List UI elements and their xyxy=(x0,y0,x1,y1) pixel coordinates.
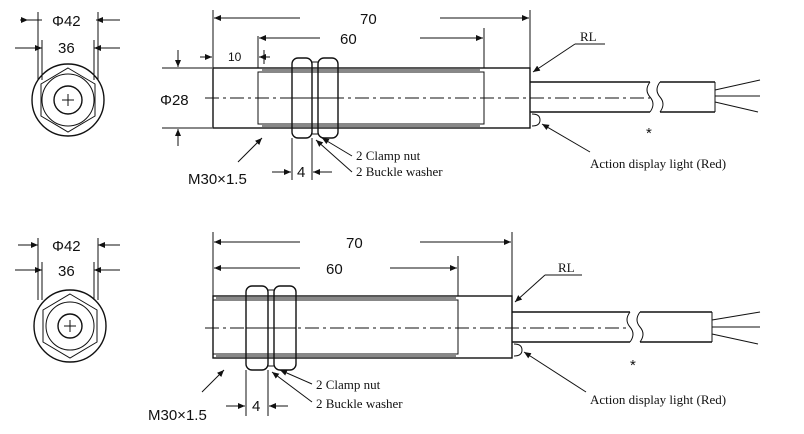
top-nut-thickness: 4 xyxy=(297,164,305,181)
top-end-outer-circle xyxy=(31,63,105,137)
bottom-light-label: Action display light (Red) xyxy=(590,392,726,407)
bottom-indicator-light xyxy=(513,343,523,357)
bottom-nut-thickness: 4 xyxy=(252,398,260,415)
bottom-end-view: Φ42 36 xyxy=(15,238,120,363)
bottom-thread-length: 60 xyxy=(326,261,343,278)
top-end-view: Φ42 36 xyxy=(15,12,120,137)
top-end-outer-dia: Φ42 xyxy=(52,13,81,30)
top-washer-label: 2 Buckle washer xyxy=(356,164,443,179)
top-thread-length: 60 xyxy=(340,31,357,48)
bottom-overall-length: 70 xyxy=(346,235,363,252)
top-nose-length: 10 xyxy=(228,50,242,64)
bottom-end-outer-dia: Φ42 xyxy=(52,238,81,255)
bottom-cable-star: * xyxy=(630,357,636,374)
top-rl-label: RL xyxy=(580,29,597,44)
bottom-cable xyxy=(512,311,761,345)
top-end-hex xyxy=(40,67,96,133)
bottom-end-inner-dia: 36 xyxy=(58,263,75,280)
top-cable-star: * xyxy=(646,125,652,142)
top-clamp-nut-label: 2 Clamp nut xyxy=(356,148,421,163)
top-cable xyxy=(530,79,761,113)
bottom-washer-label: 2 Buckle washer xyxy=(316,396,403,411)
top-thread-spec: M30×1.5 xyxy=(188,171,247,188)
top-body-dia: Φ28 xyxy=(160,92,189,109)
top-view: Φ42 36 70 60 10 xyxy=(15,10,761,188)
bottom-clamp-nut-label: 2 Clamp nut xyxy=(316,377,381,392)
bottom-thread-spec: M30×1.5 xyxy=(148,407,207,424)
top-light-label: Action display light (Red) xyxy=(590,156,726,171)
bottom-view: Φ42 36 70 60 xyxy=(15,232,761,424)
top-overall-length: 70 xyxy=(360,11,377,28)
top-end-inner-dia: 36 xyxy=(58,40,75,57)
bottom-rl-label: RL xyxy=(558,260,575,275)
top-indicator-light xyxy=(531,113,541,127)
bottom-sensor-body xyxy=(212,295,513,359)
